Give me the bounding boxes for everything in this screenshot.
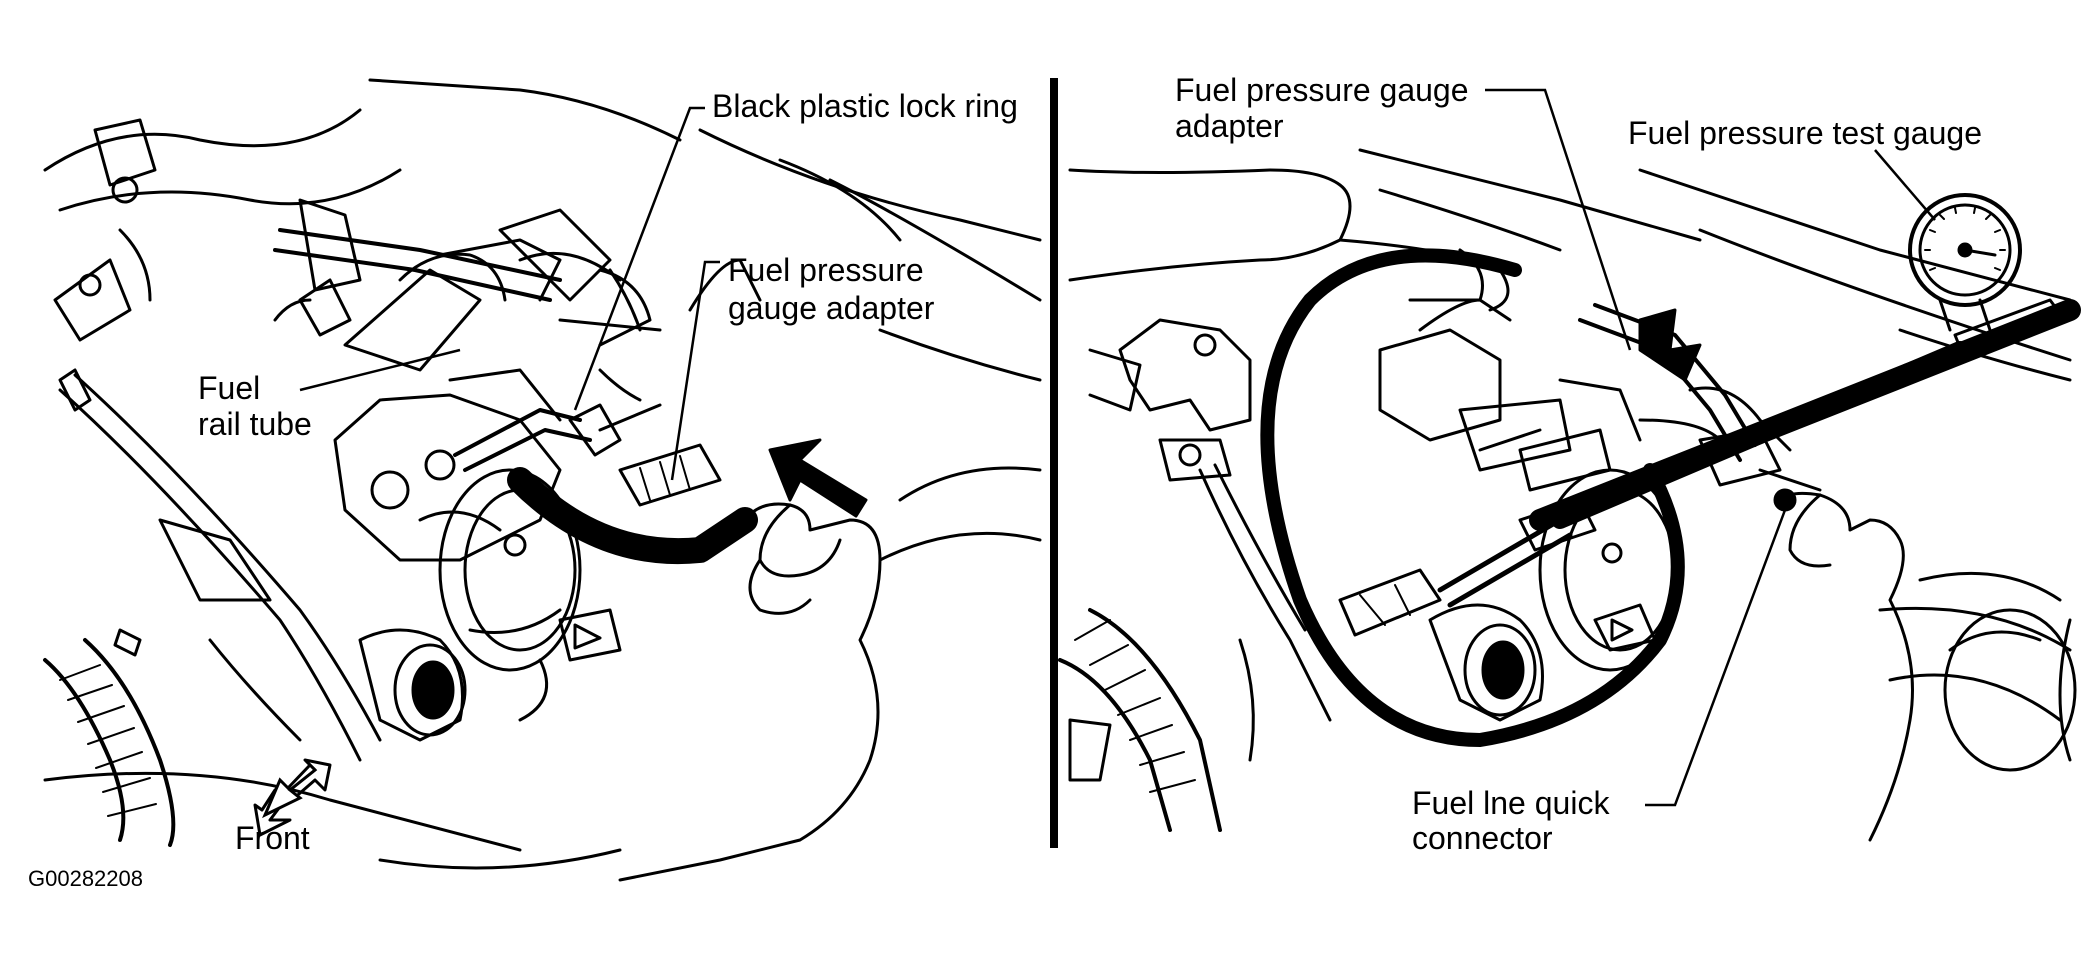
label-right-adapter-line2: adapter bbox=[1175, 108, 1284, 144]
leader-left-adapter bbox=[670, 260, 720, 481]
label-quick-connector-line1: Fuel lne quick bbox=[1412, 785, 1610, 821]
label-fuel-rail-line2: rail tube bbox=[198, 406, 312, 442]
left-panel-drawing bbox=[43, 78, 1042, 882]
leader-lines bbox=[299, 88, 1936, 807]
leader-test-gauge bbox=[1874, 149, 1936, 221]
label-quick-connector-line2: connector bbox=[1412, 820, 1553, 856]
leader-right-adapter bbox=[1485, 88, 1632, 351]
panel-divider bbox=[1050, 78, 1058, 848]
label-black-plastic-lock-ring: Black plastic lock ring bbox=[712, 88, 1018, 124]
label-left-adapter-line2: gauge adapter bbox=[728, 290, 935, 326]
label-right-adapter-line1: Fuel pressure gauge bbox=[1175, 72, 1469, 108]
label-left-adapter-line1: Fuel pressure bbox=[728, 252, 924, 288]
leader-quick-connector bbox=[1645, 509, 1787, 807]
label-fuel-rail-line1: Fuel bbox=[198, 370, 261, 406]
leader-lock-ring bbox=[573, 106, 705, 411]
label-fuel-pressure-test-gauge: Fuel pressure test gauge bbox=[1628, 115, 1982, 151]
figure-code: G00282208 bbox=[28, 866, 143, 891]
front-arrow-icon bbox=[262, 762, 318, 819]
label-front: Front bbox=[235, 820, 310, 856]
leader-rail-tube bbox=[299, 348, 461, 392]
right-panel-drawing bbox=[1058, 148, 2081, 842]
